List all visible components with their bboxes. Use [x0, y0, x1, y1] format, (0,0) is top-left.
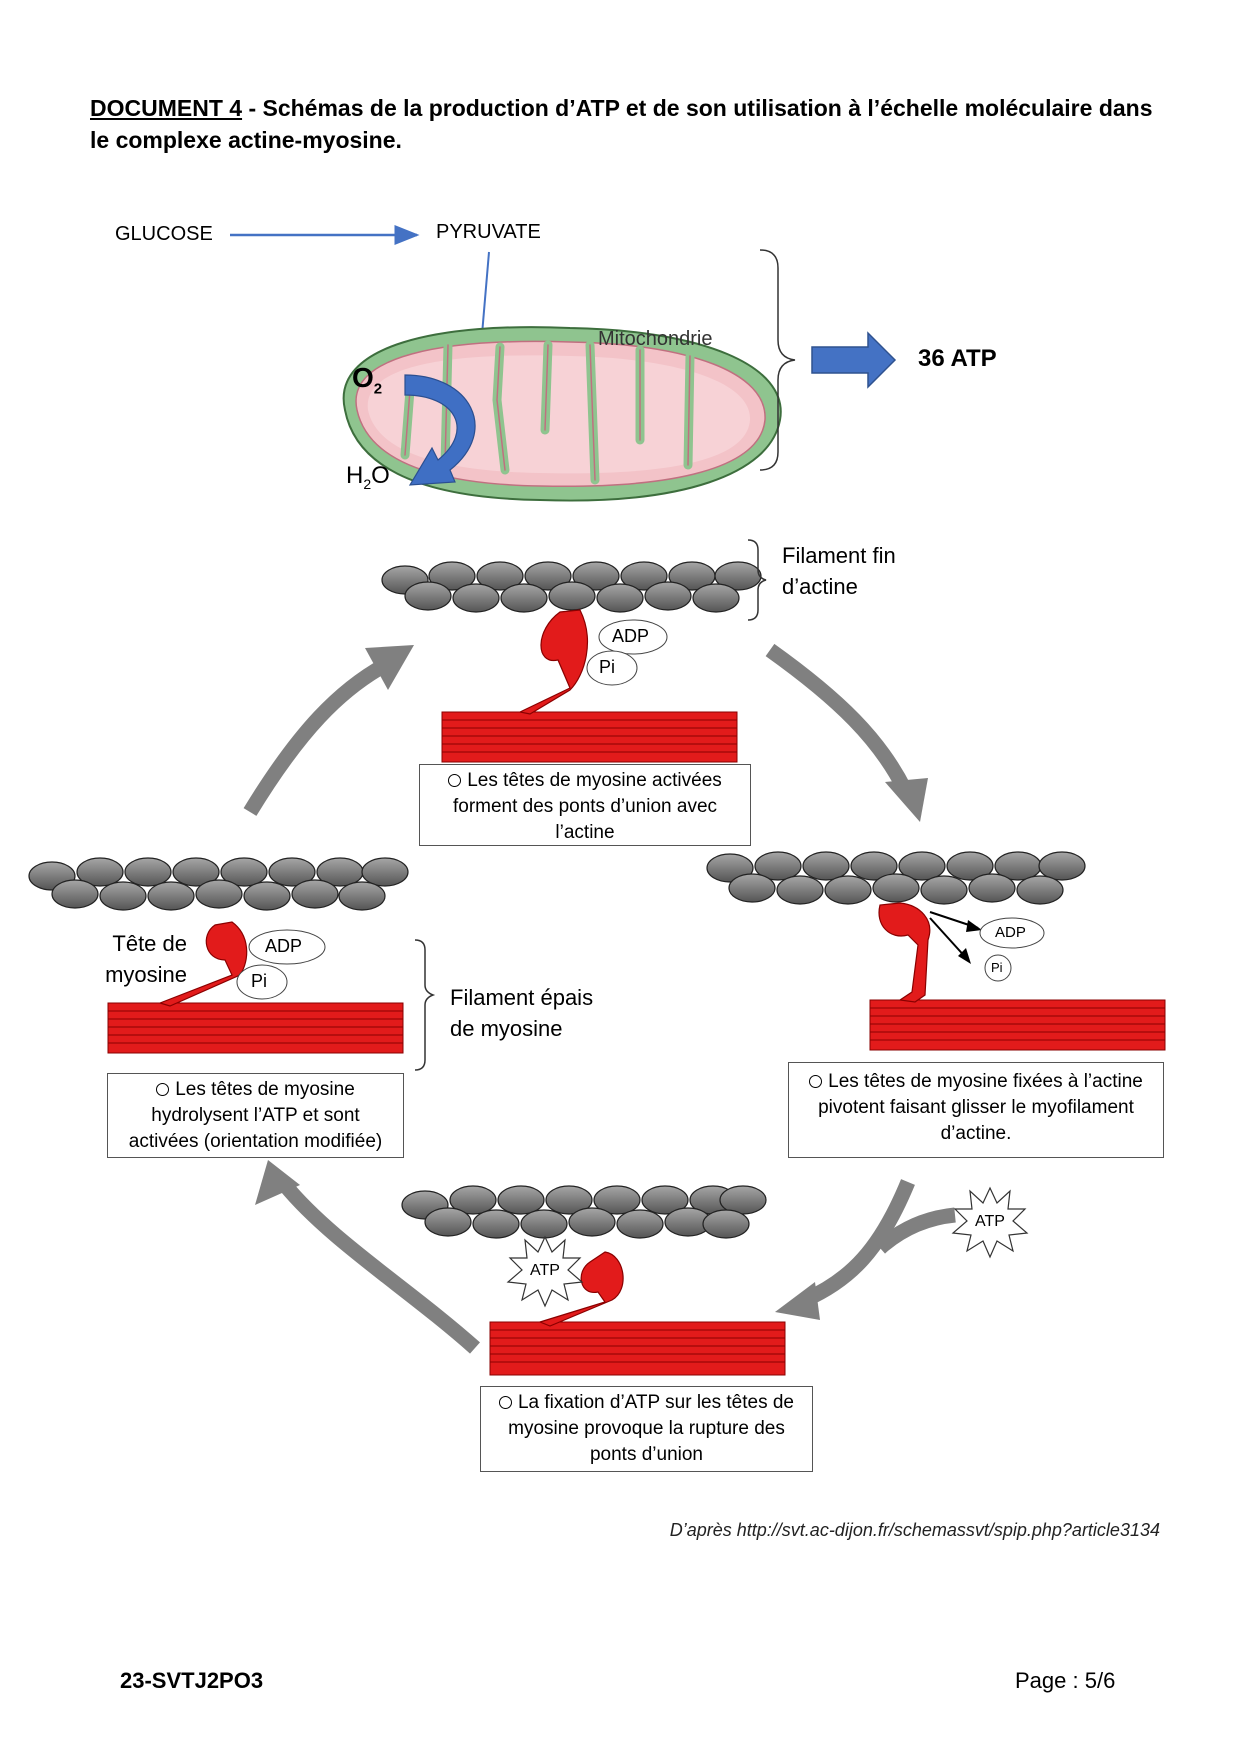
- step-caption-right: Les têtes de myosine fixées à l’actine p…: [788, 1062, 1164, 1158]
- myosin-head-left: [158, 921, 248, 1007]
- o2-subscript: 2: [373, 380, 383, 398]
- adp-label-left: ADP: [265, 936, 303, 956]
- mitochondria-label: Mitochondrie: [598, 328, 713, 350]
- atp-starburst-bottom: [506, 1235, 584, 1308]
- myosin-filament-lines-top: [442, 719, 737, 753]
- myosin-filament-label: Filament épais de myosine: [450, 982, 593, 1044]
- release-arrowhead-pi: [958, 948, 971, 964]
- document-title: DOCUMENT 4 - Schémas de la production d’…: [90, 92, 1170, 156]
- step-text-bottom: La fixation d’ATP sur les têtes de myosi…: [508, 1392, 794, 1465]
- atp-label-right: ATP: [975, 1213, 1005, 1230]
- myosin-filament-brace: [414, 939, 436, 1071]
- cycle-arrowhead-bottom: [775, 1282, 820, 1320]
- myosin-head-label: Tête de myosine: [92, 928, 187, 990]
- cycle-arrowhead-top-left: [365, 645, 414, 690]
- bullet-icon: [448, 774, 462, 787]
- document-title-text: - Schémas de la production d’ATP et de s…: [90, 95, 1153, 153]
- glucose-label: GLUCOSE: [115, 223, 213, 245]
- atp-yield-label: 36 ATP: [918, 345, 997, 372]
- cycle-arrow-top-to-right: [765, 643, 912, 794]
- adp-bubble-right: [979, 917, 1045, 949]
- o2-label: O2: [352, 362, 382, 398]
- myosin-filament-bottom: [489, 1321, 786, 1376]
- h2o-h: H: [346, 462, 364, 489]
- myosin-head-top: [518, 609, 588, 715]
- atp-label-bottom: ATP: [530, 1262, 560, 1279]
- atp-entry-arrow: [874, 1207, 956, 1254]
- step-caption-left: Les têtes de myosine hydrolysent l’ATP e…: [107, 1073, 404, 1158]
- actin-filament-label-line2: d’actine: [782, 574, 858, 599]
- atp-block-arrow: [811, 331, 897, 389]
- myosin-filament-lines-right: [870, 1007, 1165, 1041]
- pi-label-right: Pi: [991, 960, 1003, 975]
- cycle-arrows: [243, 643, 956, 1354]
- cycle-arrow-left-to-top: [243, 658, 389, 816]
- mitochondrion-drawing: [342, 326, 782, 502]
- actin-brace: [747, 539, 767, 621]
- pi-bubble-top: [586, 650, 638, 686]
- myosin-filament-label-line2: de myosine: [450, 1016, 563, 1041]
- source-citation: D’après http://svt.ac-dijon.fr/schemassv…: [669, 1520, 1160, 1540]
- document-label: DOCUMENT 4: [90, 95, 243, 121]
- step-caption-top: Les têtes de myosine activées forment de…: [419, 764, 751, 846]
- actin-filament-label: Filament fin d’actine: [782, 540, 896, 602]
- adp-bubble-top: [598, 619, 668, 655]
- pi-bubble-left: [236, 964, 288, 1000]
- step-text-top: Les têtes de myosine activées forment de…: [452, 770, 722, 843]
- adp-label-top: ADP: [612, 626, 650, 646]
- pyruvate-label: PYRUVATE: [436, 221, 541, 243]
- mitochondria-brace: [759, 249, 796, 471]
- step-text-left: Les têtes de myosine hydrolysent l’ATP e…: [128, 1079, 383, 1152]
- o2-symbol: O: [352, 362, 374, 393]
- step-caption-bottom: La fixation d’ATP sur les têtes de myosi…: [480, 1386, 813, 1472]
- cycle-arrowhead-right: [885, 778, 928, 822]
- o2-to-h2o-arrow: [404, 374, 476, 486]
- myosin-head-label-line1: Tête de: [112, 931, 187, 956]
- pi-label-top: Pi: [599, 657, 616, 677]
- myosin-head-right: [878, 902, 931, 1003]
- atp-starburst-right: [951, 1186, 1029, 1259]
- footer-page: Page : 5/6: [1015, 1668, 1116, 1693]
- bullet-icon: [156, 1083, 170, 1096]
- actin-filament-label-line1: Filament fin: [782, 543, 896, 568]
- myosin-filament-lines-bottom: [490, 1329, 785, 1363]
- adp-label-right: ADP: [995, 924, 1026, 941]
- pi-label-left: Pi: [251, 971, 268, 991]
- h2o-o: O: [371, 462, 390, 489]
- release-arrowhead-adp: [966, 920, 982, 932]
- cycle-arrowhead-left: [255, 1160, 300, 1205]
- actin-filament-top: [381, 561, 762, 613]
- step-text-right: Les têtes de myosine fixées à l’actine p…: [818, 1071, 1143, 1144]
- myosin-filament-label-line1: Filament épais: [450, 985, 594, 1010]
- adp-bubble-left: [248, 929, 326, 965]
- myosin-head-label-line2: myosine: [105, 962, 187, 987]
- actin-filament-bottom: [401, 1185, 767, 1239]
- pi-bubble-right: [984, 954, 1012, 982]
- cycle-arrow-bottom-to-left: [279, 1180, 480, 1354]
- h2o-label: H2O: [346, 462, 390, 492]
- bullet-icon: [809, 1075, 823, 1088]
- cycle-arrow-right-to-bottom: [801, 1179, 915, 1307]
- bullet-icon: [498, 1396, 512, 1409]
- actin-filament-left: [28, 857, 409, 911]
- actin-filament-right: [706, 851, 1086, 905]
- footer-code: 23-SVTJ2PO3: [120, 1668, 264, 1693]
- myosin-filament-lines-left: [108, 1010, 403, 1044]
- h2o-subscript: 2: [363, 475, 372, 492]
- myosin-head-bottom: [538, 1251, 624, 1327]
